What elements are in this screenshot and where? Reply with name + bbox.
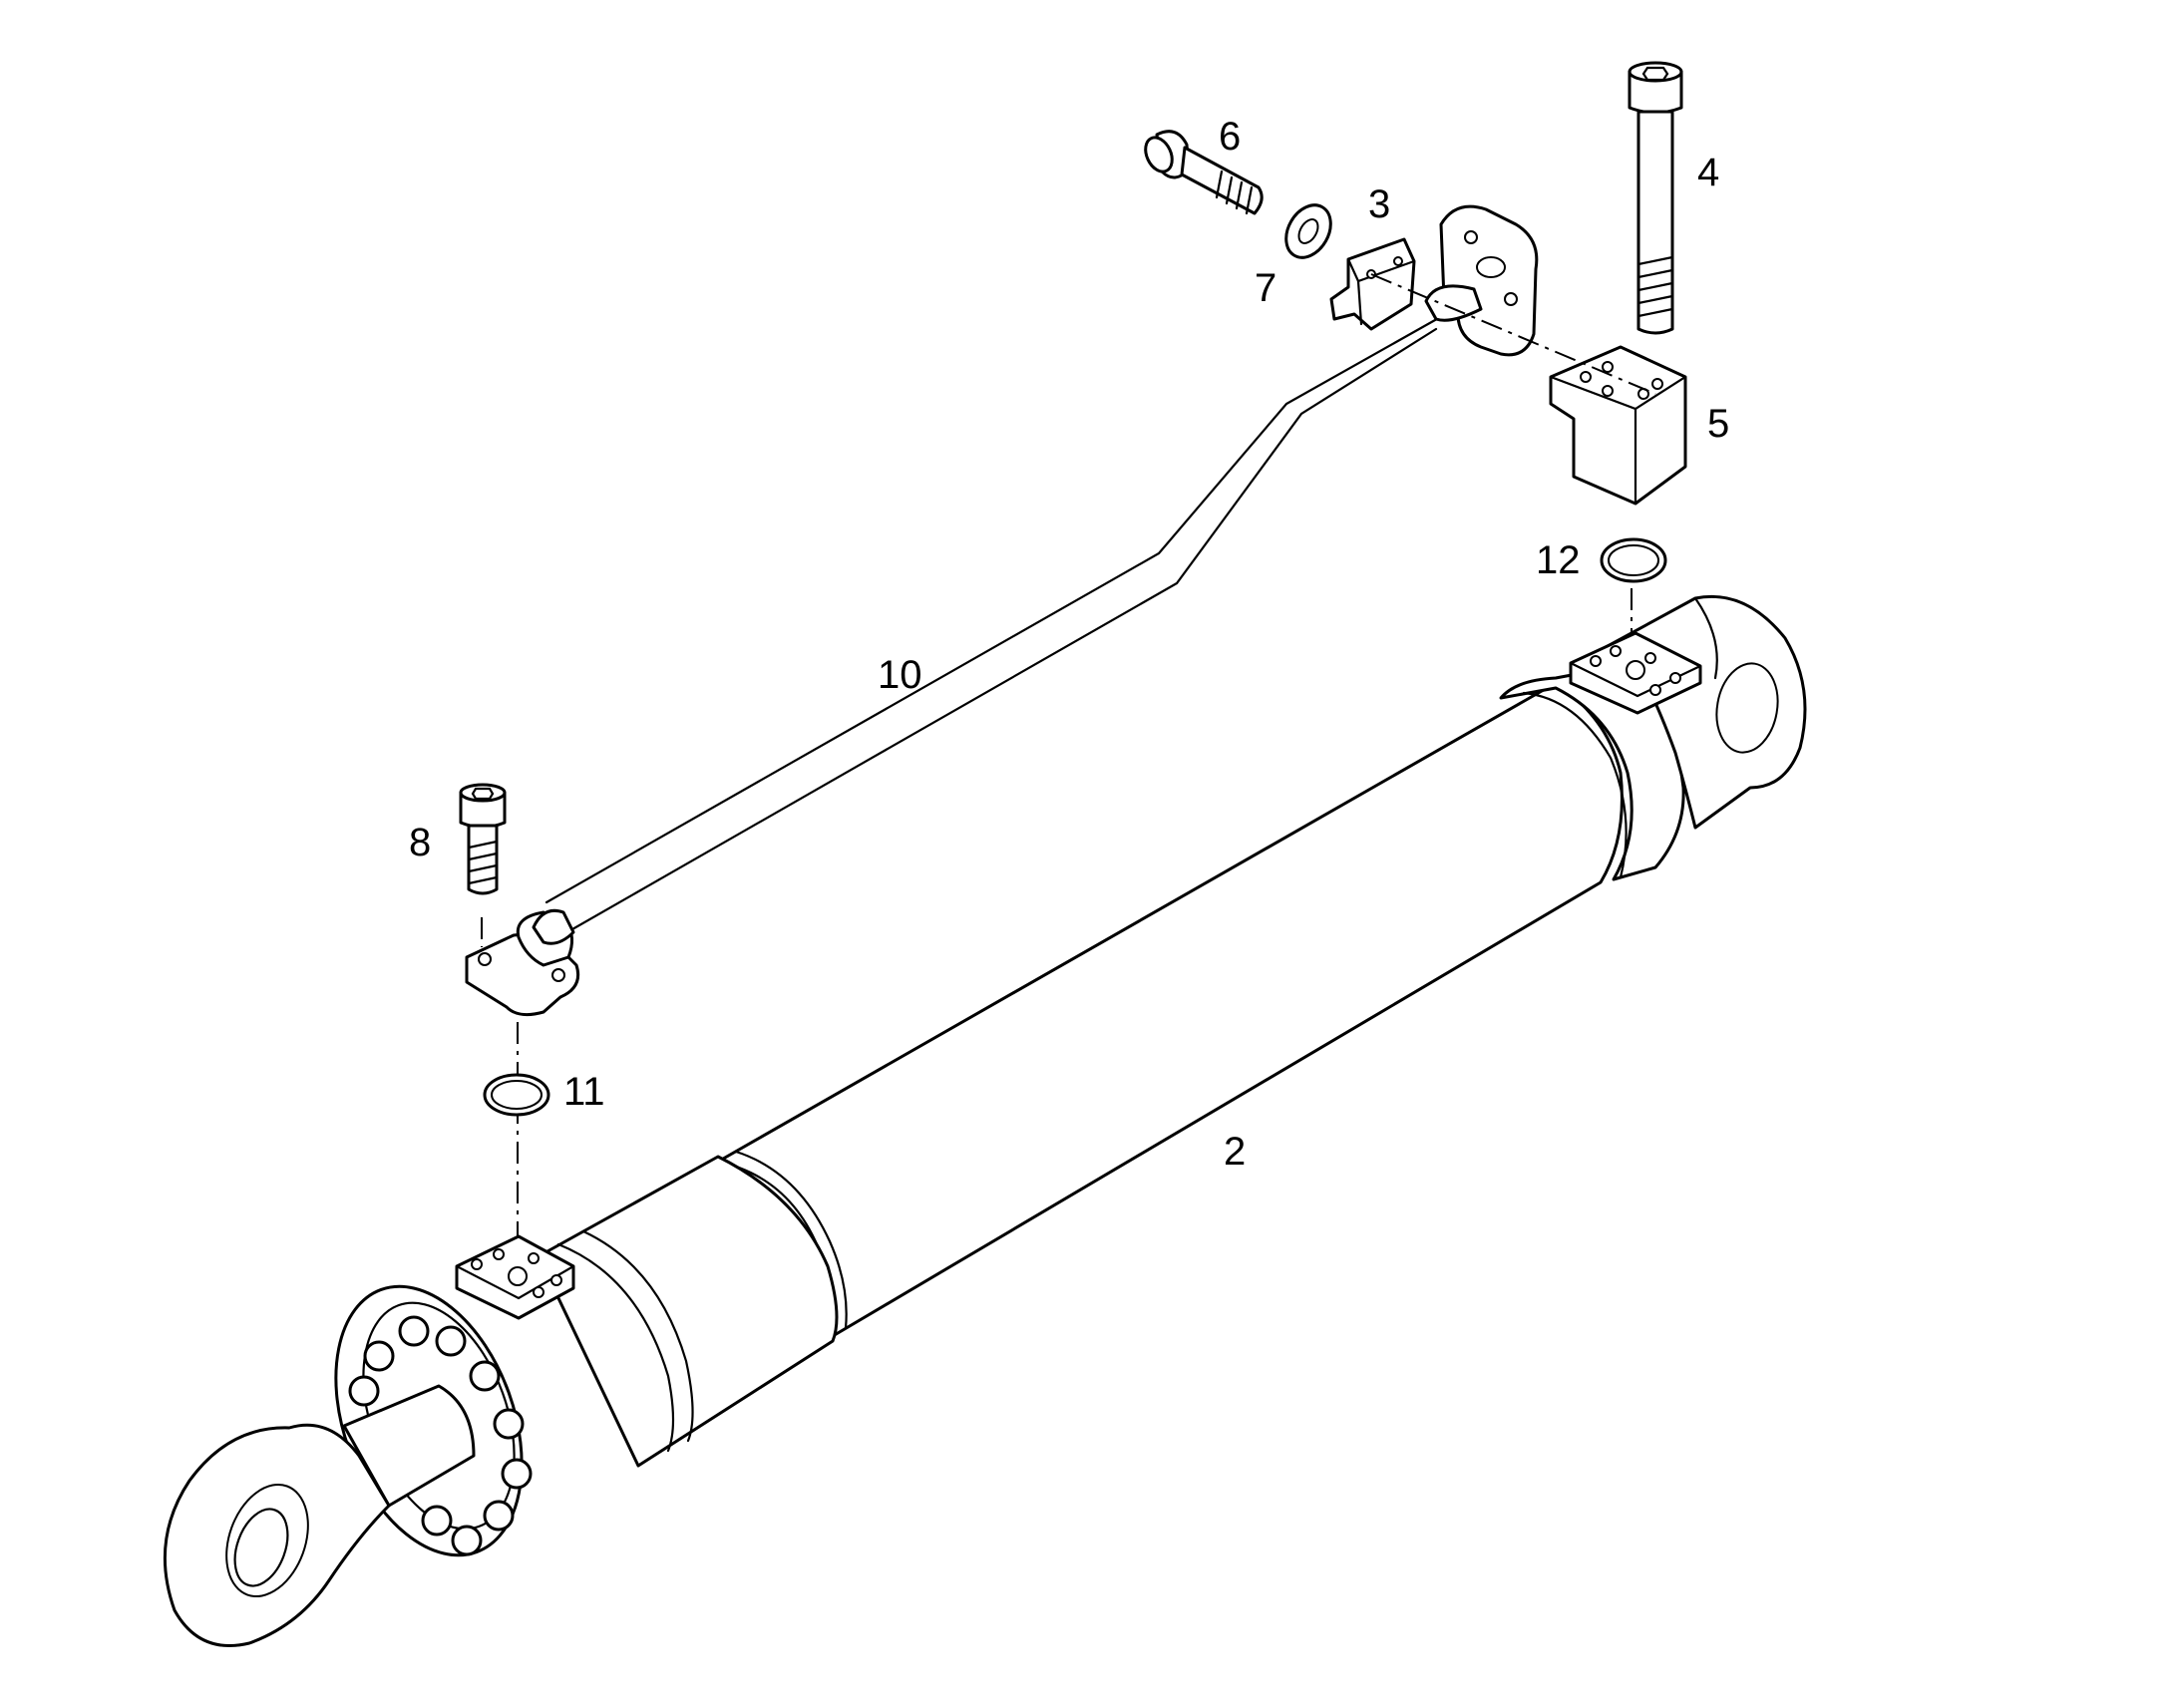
pipe-clamp [1329,237,1416,331]
washer [1284,203,1332,259]
o-ring-upper [1600,537,1667,583]
hydraulic-pipe [545,309,1453,939]
callout-6: 6 [1219,115,1241,159]
callout-11: 11 [563,1070,605,1114]
callout-3: 3 [1368,182,1390,226]
callout-7: 7 [1255,266,1276,310]
hydraulic-cylinder [163,594,1807,1648]
short-socket-screw [459,783,507,895]
callout-labels: 2 3 4 5 6 7 8 10 11 12 [409,115,1729,1174]
callout-12: 12 [1536,538,1581,582]
flange-bolts [348,1315,533,1556]
pipe-flange-upper [1424,204,1539,357]
callout-10: 10 [878,653,922,697]
hex-bolt [1144,130,1264,215]
callout-5: 5 [1707,402,1729,446]
callout-8: 8 [409,821,431,864]
mounting-block [1549,345,1687,506]
o-ring-lower [483,1073,550,1117]
long-socket-screw [1628,61,1683,335]
elbow-flange-lower [465,908,580,1017]
callout-2: 2 [1224,1130,1246,1174]
callout-4: 4 [1697,151,1719,194]
